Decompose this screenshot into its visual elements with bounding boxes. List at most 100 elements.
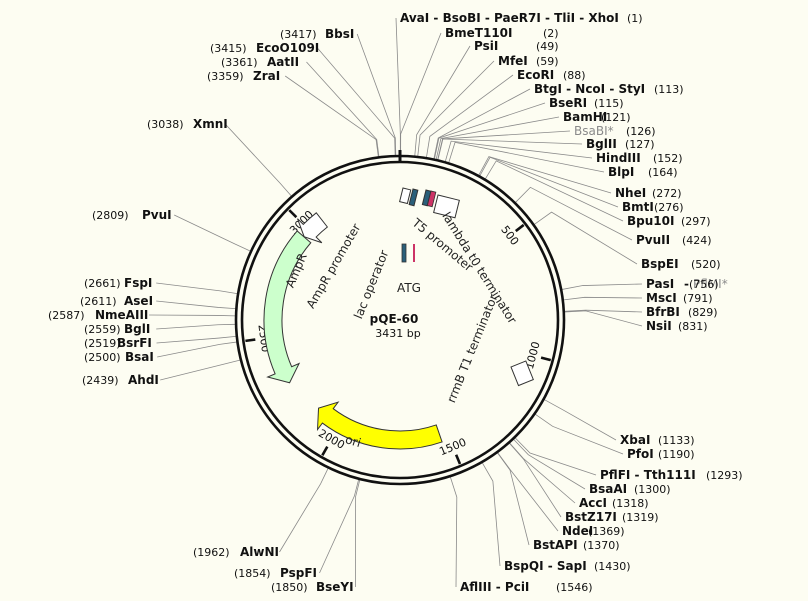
site-leader-blpi xyxy=(448,141,605,173)
site-leader-bseyi xyxy=(355,479,361,588)
bp-tick-label: 500 xyxy=(498,223,521,248)
site-name: BbsI xyxy=(325,27,354,41)
site-leader-bmet110i xyxy=(400,32,442,156)
site-leader-bsrfi xyxy=(156,335,236,344)
site-position: (152) xyxy=(653,152,683,165)
site-name: BtgI - NcoI - StyI xyxy=(534,82,645,96)
site-leader-bspei xyxy=(534,211,638,265)
site-leader-bmti xyxy=(479,156,619,208)
site-label-bmti: BmtI(276) xyxy=(622,200,684,214)
bp-tick-2000 xyxy=(321,445,329,456)
bp-tick-1500 xyxy=(454,454,462,465)
site-position: (272) xyxy=(652,187,682,200)
site-name: BlpI xyxy=(608,165,634,179)
site-leader-nsii xyxy=(564,310,643,327)
site-name: EcoRI xyxy=(517,68,554,82)
site-position: (2439) xyxy=(82,374,119,387)
site-label-pvui: (2809)PvuI xyxy=(92,208,172,222)
site-name: BseRI xyxy=(549,96,587,110)
site-label-bseri: BseRI (115) xyxy=(549,96,624,110)
site-leader-bsaai xyxy=(513,439,586,490)
site-position: (2519) xyxy=(84,337,121,350)
site-position: (1369) xyxy=(588,525,625,538)
ampr-feature-arrow xyxy=(263,230,312,384)
site-leader-lines xyxy=(149,17,643,588)
site-name: BglI xyxy=(124,322,150,336)
site-label-bgli: (2559)BglI xyxy=(84,322,150,336)
site-label-alwni: (1962) AlwNI xyxy=(193,545,279,559)
site-position: (2611) xyxy=(80,295,117,308)
t5-promoter-box xyxy=(399,187,412,205)
site-label-ahdi: (2439) AhdI xyxy=(82,373,159,387)
site-name: XmnI xyxy=(193,117,228,131)
site-position: (3415) xyxy=(210,42,247,55)
site-leader-bgli xyxy=(156,323,236,330)
site-label-bbsi: (3417)BbsI xyxy=(280,27,354,41)
site-name: NmeAIII xyxy=(95,308,148,322)
site-leader-ecori xyxy=(426,74,514,158)
site-position: (115) xyxy=(594,97,624,110)
site-position: (1) xyxy=(627,12,643,25)
site-label-blpi: BlpI(164) xyxy=(608,165,678,179)
site-position: (88) xyxy=(563,69,586,82)
site-position: (113) xyxy=(654,83,684,96)
rrnb-t1-terminator-label: rrmB T1 terminator xyxy=(444,292,500,405)
site-name: AatII xyxy=(267,55,299,69)
site-position: (59) xyxy=(536,55,559,68)
site-leader-xmni xyxy=(224,123,292,197)
site-name: ZraI xyxy=(253,69,280,83)
site-label-bstz17i: BstZ17I(1319) xyxy=(565,510,659,524)
site-name-secondary: PflMI* xyxy=(693,277,728,291)
site-position: (1318) xyxy=(612,497,649,510)
site-label-ecori: EcoRI (88) xyxy=(517,68,586,82)
site-leader-btgi-ncoi-styi xyxy=(433,88,531,159)
site-leader-ahdi xyxy=(160,359,241,381)
site-position: (2500) xyxy=(84,351,121,364)
site-leader-bspqi-sapi xyxy=(482,462,501,567)
site-position: (2) xyxy=(543,27,559,40)
site-name: MscI xyxy=(646,291,677,305)
lac-operator-label: lac operator xyxy=(351,248,391,321)
site-leader-fspi xyxy=(156,282,238,294)
site-name: AccI xyxy=(579,496,607,510)
site-leader-ecoo109i xyxy=(317,47,396,156)
site-name: BglII xyxy=(586,137,617,151)
atg-marker xyxy=(426,190,437,208)
site-label-afliii-pcii: AflIII - PciI (1546) xyxy=(460,580,593,594)
site-position: (1133) xyxy=(658,434,695,447)
site-leader-acci xyxy=(509,442,576,504)
site-position: (2661) xyxy=(84,277,121,290)
site-name: AflIII - PciI xyxy=(460,580,529,594)
site-position: (1962) xyxy=(193,546,230,559)
bp-tick-3000 xyxy=(288,209,298,219)
site-position: (1546) xyxy=(556,581,593,594)
site-label-nhei: NheI(272) xyxy=(615,186,682,200)
lac-operator-box xyxy=(408,188,419,207)
site-label-bglii: BglII (127) xyxy=(586,137,655,151)
site-label-bmet110i: BmeT110I(2) xyxy=(445,26,559,40)
site-name: PfoI xyxy=(627,447,654,461)
site-name: AlwNI xyxy=(240,545,279,559)
site-position: (121) xyxy=(601,111,631,124)
site-leader-asei xyxy=(156,300,236,310)
rrnb-t1-terminator-box xyxy=(510,360,534,387)
site-name: AseI xyxy=(124,294,153,308)
site-label-bsrfi: (2519)BsrFI xyxy=(84,336,152,350)
site-position: (126) xyxy=(626,125,656,138)
site-label-msci: MscI(791) xyxy=(646,291,713,305)
site-leader-pasi xyxy=(562,283,643,290)
site-leader-bseri xyxy=(434,102,546,159)
site-leader-bglii xyxy=(437,138,583,160)
site-name: BspQI - SapI xyxy=(504,559,587,573)
site-leader-mfei xyxy=(417,60,495,157)
site-position: (3361) xyxy=(221,56,258,69)
site-name: BstAPI xyxy=(533,538,578,552)
site-label-bsaai: BsaAI(1300) xyxy=(589,482,671,496)
site-name: AhdI xyxy=(128,373,159,387)
ori-label: ori xyxy=(344,432,363,450)
site-leader-pspfi xyxy=(319,479,359,574)
site-name: HindIII xyxy=(596,151,641,165)
site-position: (127) xyxy=(625,138,655,151)
site-label-fspi: (2661)FspI xyxy=(84,276,152,290)
